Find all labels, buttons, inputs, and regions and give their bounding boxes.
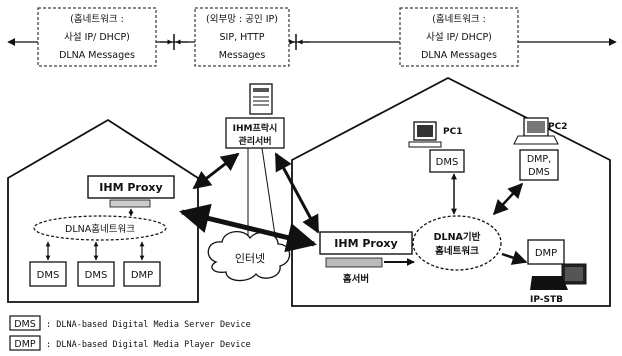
top-middle-line2: SIP, HTTP: [220, 32, 265, 43]
left-dlna-network: DLNA홈네트워크: [34, 216, 166, 240]
svg-text:DMP: DMP: [131, 270, 153, 281]
tv-icon: [562, 264, 586, 284]
top-middle-line3: Messages: [219, 50, 266, 61]
pc2-dmp-dms: DMP, DMS: [520, 150, 558, 180]
right-proxy-server-arrow: [276, 154, 318, 232]
stb-dmp: DMP: [528, 240, 564, 264]
home-server-icon: 홈서버: [326, 258, 382, 285]
top-left-line2: 사설 IP/ DHCP): [64, 32, 130, 43]
proxy-server-line1: IHM프락시: [233, 122, 278, 134]
left-proxy-label: IHM Proxy: [99, 181, 162, 194]
top-label-middle: (외부망 : 공인 IP) SIP, HTTP Messages: [195, 8, 289, 66]
top-right-line2: 사설 IP/ DHCP): [426, 32, 492, 43]
legend-dmp: DMP : DLNA-based Digital Media Player De…: [10, 336, 251, 350]
svg-text:DMS: DMS: [528, 167, 550, 178]
internet-label: 인터넷: [235, 252, 265, 265]
pc1-dms: DMS: [430, 150, 464, 172]
server-line-b: [262, 148, 276, 242]
pc1-label: PC1: [443, 127, 462, 137]
server-icon: [250, 84, 272, 114]
home-server-label: 홈서버: [343, 273, 369, 285]
proxy-management-server: IHM프락시 관리서버: [226, 118, 284, 148]
legend-dms: DMS : DLNA-based Digital Media Server De…: [10, 316, 251, 330]
top-left-line3: DLNA Messages: [59, 50, 135, 61]
top-middle-line1: (외부망 : 공인 IP): [206, 13, 278, 25]
stb-label: IP-STB: [530, 295, 563, 305]
legend-dms-text: : DLNA-based Digital Media Server Device: [46, 320, 251, 330]
pc2-label: PC2: [548, 122, 567, 132]
svg-text:DMP,: DMP,: [527, 154, 551, 165]
top-right-line1: (홈네트워크 :: [432, 13, 486, 25]
pc2-link: [494, 184, 522, 214]
svg-text:DMS: DMS: [37, 270, 60, 281]
svg-text:DMS: DMS: [85, 270, 108, 281]
left-ihm-proxy: IHM Proxy: [88, 176, 174, 207]
left-proxy-server-arrow: [194, 154, 238, 188]
right-proxy-label: IHM Proxy: [334, 237, 397, 250]
stb-link: [502, 254, 526, 262]
legend-dmp-code: DMP: [14, 339, 36, 350]
top-label-left: (홈네트워크 : 사설 IP/ DHCP) DLNA Messages: [38, 8, 156, 66]
top-right-line3: DLNA Messages: [421, 50, 497, 61]
left-device-dmp: DMP: [124, 262, 160, 286]
left-device-dms-2: DMS: [78, 262, 114, 286]
top-label-right: (홈네트워크 : 사설 IP/ DHCP) DLNA Messages: [400, 8, 518, 66]
set-top-box-icon: [530, 276, 568, 290]
right-network-line2: 홈네트워크: [435, 245, 479, 257]
pc1-computer-icon: [409, 122, 441, 147]
left-device-dms-1: DMS: [30, 262, 66, 286]
internet-cloud: 인터넷: [208, 232, 289, 281]
svg-text:DMP: DMP: [535, 248, 557, 259]
svg-text:DMS: DMS: [436, 157, 459, 168]
top-left-line1: (홈네트워크 :: [70, 13, 124, 25]
left-network-label: DLNA홈네트워크: [65, 223, 135, 235]
left-device-links: [48, 242, 142, 260]
right-ihm-proxy: IHM Proxy: [320, 232, 412, 254]
legend-dmp-text: : DLNA-based Digital Media Player Device: [46, 340, 251, 350]
legend-dms-code: DMS: [14, 319, 36, 330]
proxy-server-line2: 관리서버: [238, 135, 271, 147]
right-network-line1: DLNA기반: [434, 231, 481, 243]
left-router-icon: [110, 200, 150, 207]
right-dlna-network: DLNA기반 홈네트워크: [413, 216, 501, 270]
